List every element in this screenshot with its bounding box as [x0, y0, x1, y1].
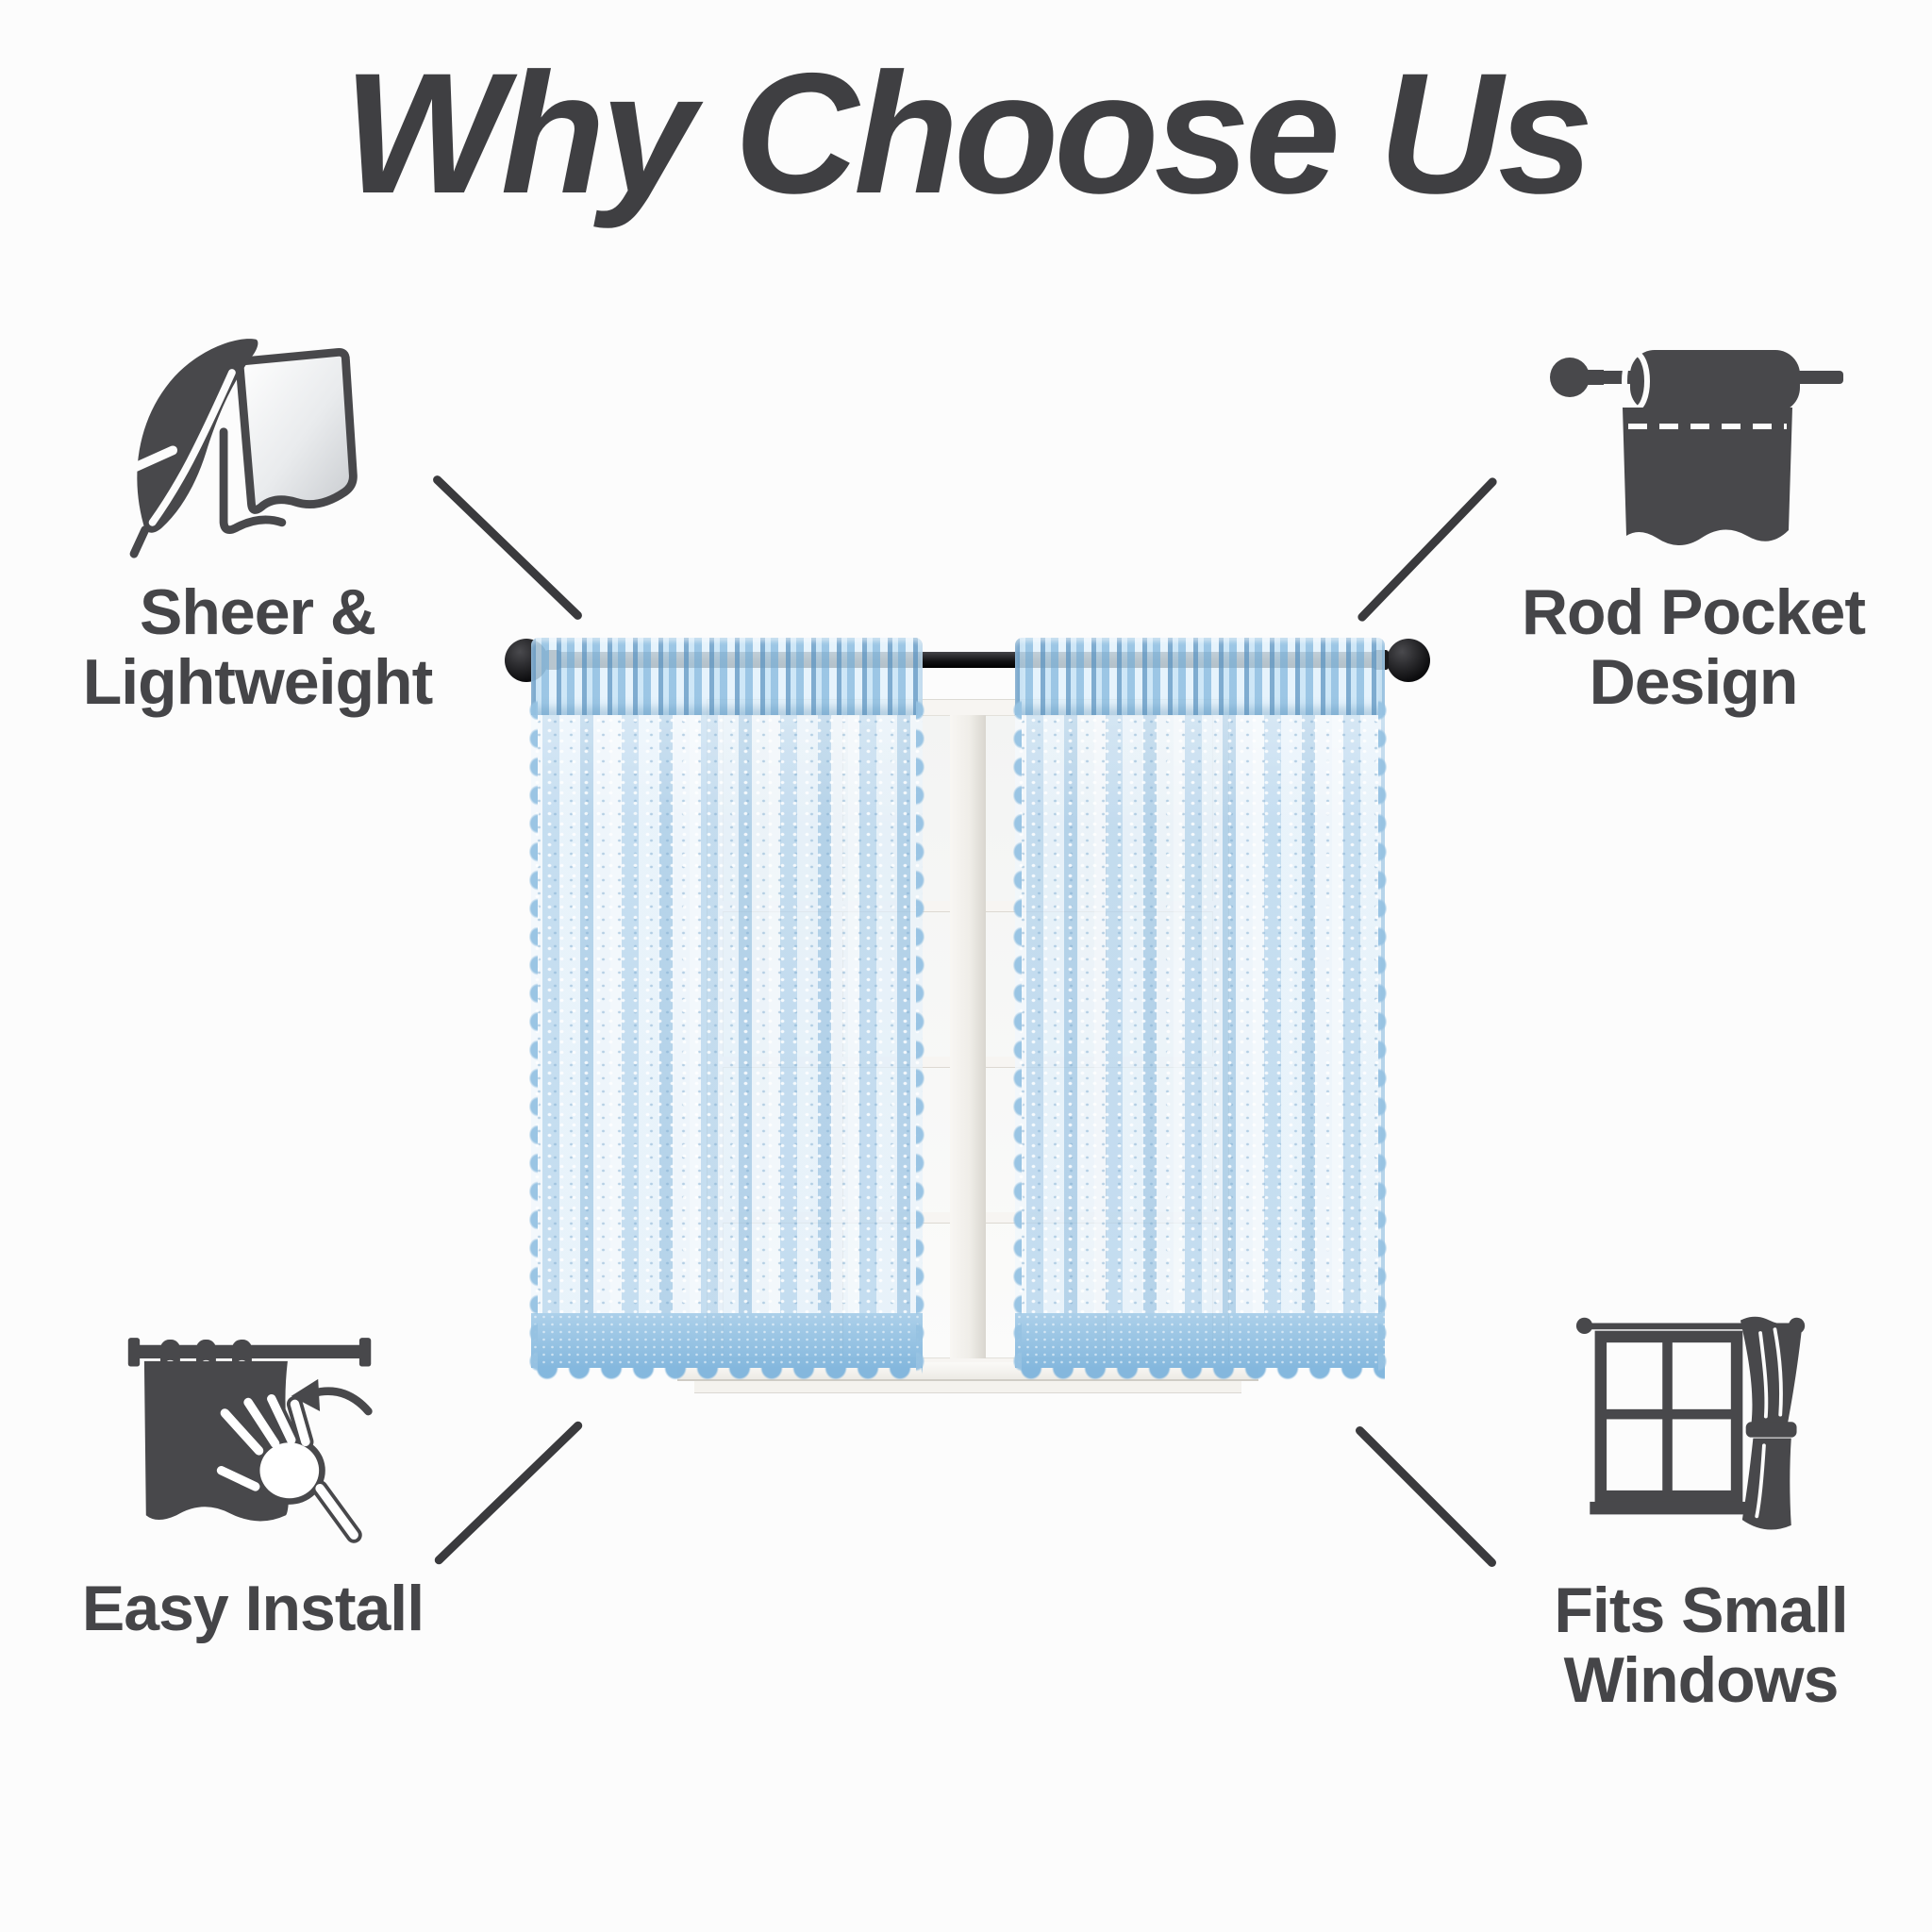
feature-line: Easy Install	[81, 1573, 425, 1644]
page-title: Why Choose Us	[342, 37, 1593, 229]
feature-line: Design	[1589, 646, 1799, 718]
panel-hem	[1015, 1313, 1385, 1368]
curtain-panel-right	[1009, 638, 1391, 1385]
feature-label-sheer-lightweight: Sheer & Lightweight	[55, 577, 460, 717]
panel-hem-scallop	[531, 1368, 923, 1385]
curtain-panel-left	[525, 638, 928, 1385]
hand-install-curtain-icon	[125, 1330, 393, 1566]
lace-panel-body	[531, 715, 923, 1313]
panel-hem-scallop	[1015, 1368, 1385, 1385]
feature-line: Lightweight	[82, 646, 433, 718]
feature-label-fits-small-windows: Fits Small Windows	[1498, 1575, 1904, 1715]
feature-line: Fits Small	[1554, 1574, 1848, 1646]
feature-line: Sheer &	[140, 576, 376, 648]
feature-label-rod-pocket: Rod Pocket Design	[1495, 577, 1891, 717]
feature-line: Windows	[1563, 1644, 1840, 1716]
window-center-mullion	[950, 715, 986, 1358]
rod-pocket-header	[1015, 638, 1385, 715]
connector-line-bottom-right	[1354, 1424, 1498, 1569]
rod-pocket-header	[531, 638, 923, 715]
feature-line: Rod Pocket	[1521, 576, 1866, 648]
panel-scallop-edge	[525, 696, 538, 1377]
connector-line-top-right	[1356, 475, 1499, 624]
panel-scallop-edge	[1378, 696, 1391, 1377]
panel-scallop-edge	[916, 696, 928, 1377]
panel-hem	[531, 1313, 923, 1368]
feather-sheet-icon	[121, 328, 380, 559]
rod-finial-right	[1387, 639, 1430, 682]
rod-pocket-valance-icon	[1549, 345, 1851, 572]
lace-panel-body	[1015, 715, 1385, 1313]
feature-label-easy-install: Easy Install	[45, 1574, 460, 1643]
connector-line-bottom-left	[432, 1419, 585, 1567]
small-window-curtain-icon	[1574, 1311, 1809, 1547]
panel-scallop-edge	[1009, 696, 1022, 1377]
